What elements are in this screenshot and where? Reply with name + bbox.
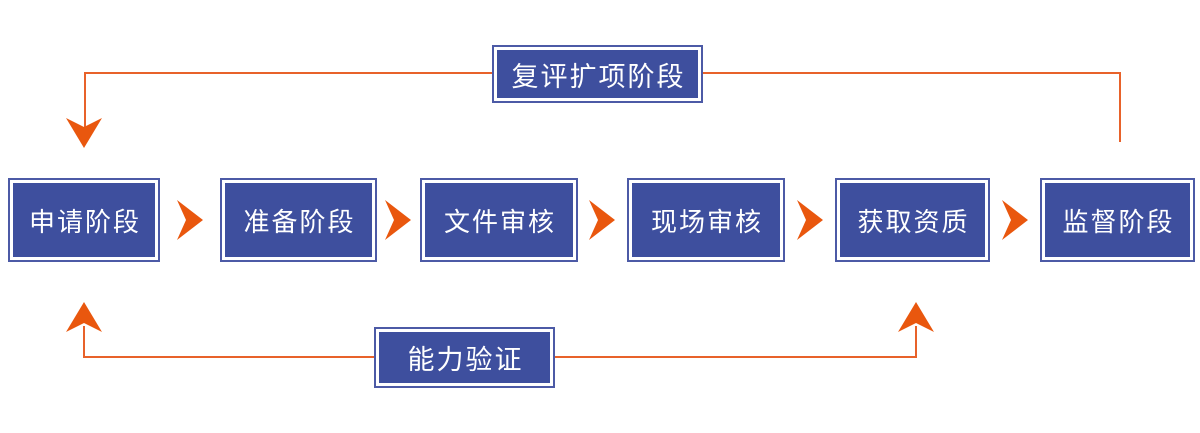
feedback-top-line-right [701,72,1121,74]
arrowhead-down-icon [66,118,102,148]
flow-node-preparation: 准备阶段 [220,178,377,262]
flow-node-document-review: 文件审核 [420,178,578,262]
flow-chevron-icon [385,200,411,240]
arrowhead-up-icon [898,302,934,332]
flow-chevron-icon [589,200,615,240]
flow-chevron-icon [797,200,823,240]
flow-chevron-icon [1002,200,1028,240]
flow-chevron-icon [177,200,203,240]
flow-node-application: 申请阶段 [8,178,160,262]
feedback-top-line-up-from-supervision [1119,72,1121,142]
feedback-bottom-line-left [83,356,377,358]
arrowhead-up-icon [66,302,102,332]
feedback-top-line-left [84,72,494,74]
feedback-top-line-down [84,72,86,130]
feedback-bottom-line-right [553,356,917,358]
flow-node-onsite-review: 现场审核 [627,178,785,262]
feedback-bottom-line-up-right [915,326,917,358]
feedback-node-reassessment-expansion: 复评扩项阶段 [492,45,703,103]
flow-node-supervision: 监督阶段 [1040,178,1195,262]
flow-node-obtain-qualification: 获取资质 [835,178,990,262]
feedback-bottom-line-up-left [83,326,85,358]
feedback-node-proficiency-testing: 能力验证 [374,327,555,388]
